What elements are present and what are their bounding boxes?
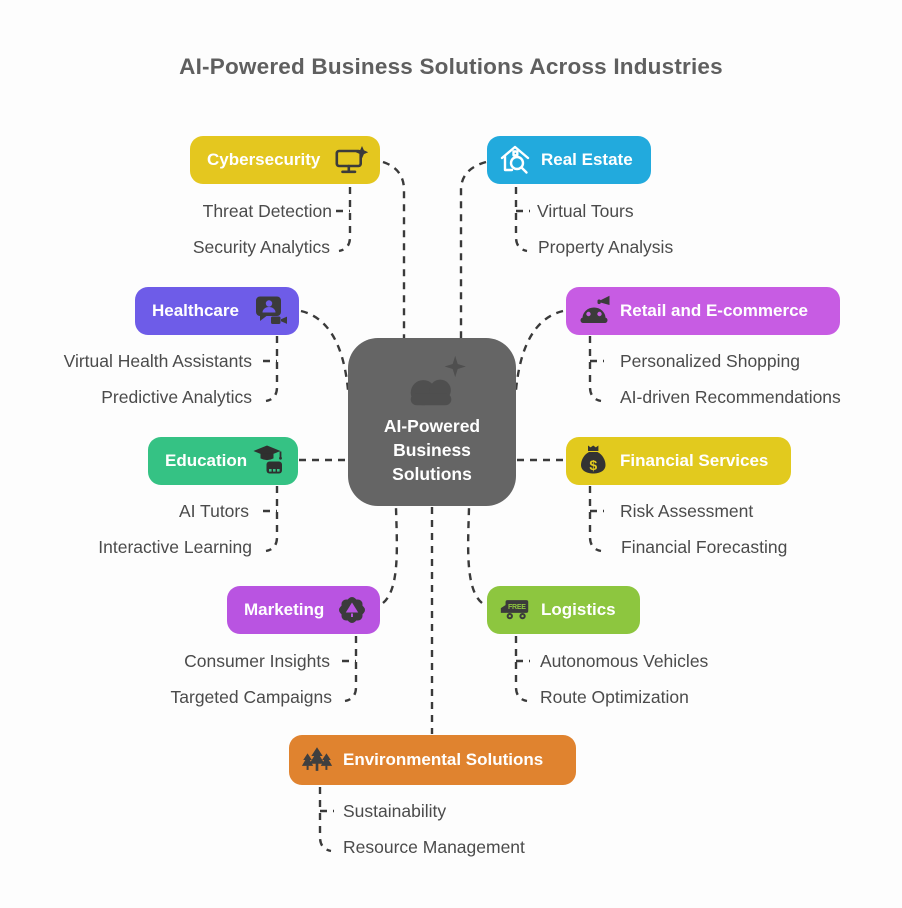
node-label: Retail and E-commerce [620,301,809,320]
page-title: AI-Powered Business Solutions Across Ind… [179,54,723,79]
child-property-analysis[interactable]: Property Analysis [538,237,674,257]
node-label: Real Estate [541,150,633,169]
child-financial-forecasting[interactable]: Financial Forecasting [621,537,788,557]
telehealth-chat-icon [254,294,288,328]
forest-icon [300,743,334,777]
center-node-ai-powered-business-solutions[interactable]: AI-Powered Business Solutions [348,338,516,506]
child-ai-tutors[interactable]: AI Tutors [178,501,249,521]
node-healthcare[interactable]: Healthcare [135,287,299,335]
node-label: Education [165,451,248,470]
child-risk-assessment[interactable]: Risk Assessment [620,501,754,521]
node-label: Environmental Solutions [343,750,544,769]
child-interactive-learning[interactable]: Interactive Learning [98,537,252,557]
gear-spade-icon [335,593,369,627]
svg-text:FREE: FREE [508,603,526,611]
node-environmental-solutions[interactable]: Environmental Solutions [289,735,576,785]
delivery-truck-icon: FREE [498,593,532,627]
child-consumer-insights[interactable]: Consumer Insights [184,651,330,671]
node-cybersecurity[interactable]: Cybersecurity [190,136,380,184]
node-retail-and-ecommerce[interactable]: Retail and E-commerce [566,287,840,335]
house-search-icon [498,143,532,177]
child-virtual-health-assistants[interactable]: Virtual Health Assistants [63,351,252,371]
center-node-label: AI-Powered Business Solutions [383,416,481,484]
robot-megaphone-icon [577,294,611,328]
node-label: Logistics [541,600,616,619]
graduate-robot-icon [253,444,287,478]
child-personalized-shopping[interactable]: Personalized Shopping [620,351,800,371]
child-security-analytics[interactable]: Security Analytics [192,237,330,257]
node-marketing[interactable]: Marketing [227,586,380,634]
child-autonomous-vehicles[interactable]: Autonomous Vehicles [540,651,709,671]
monitor-sparkle-icon [335,143,369,177]
cloud-sparkle-icon [395,351,469,413]
node-logistics[interactable]: FREE Logistics [487,586,640,634]
node-label: Financial Services [620,451,769,470]
child-route-optimization[interactable]: Route Optimization [540,687,689,707]
child-sustainability[interactable]: Sustainability [343,801,447,821]
node-label: Healthcare [152,301,239,320]
money-bag-icon: $ [577,444,611,478]
node-label: Marketing [244,600,325,619]
child-threat-detection[interactable]: Threat Detection [202,201,332,221]
svg-text:$: $ [589,457,597,473]
node-financial-services[interactable]: $ Financial Services [566,437,791,485]
child-ai-driven-recommendations[interactable]: AI-driven Recommendations [620,387,841,407]
node-real-estate[interactable]: Real Estate [487,136,651,184]
child-predictive-analytics[interactable]: Predictive Analytics [101,387,252,407]
node-education[interactable]: Education [148,437,298,485]
child-resource-management[interactable]: Resource Management [343,837,525,857]
node-label: Cybersecurity [207,150,321,169]
child-virtual-tours[interactable]: Virtual Tours [537,201,634,221]
child-targeted-campaigns[interactable]: Targeted Campaigns [170,687,332,707]
